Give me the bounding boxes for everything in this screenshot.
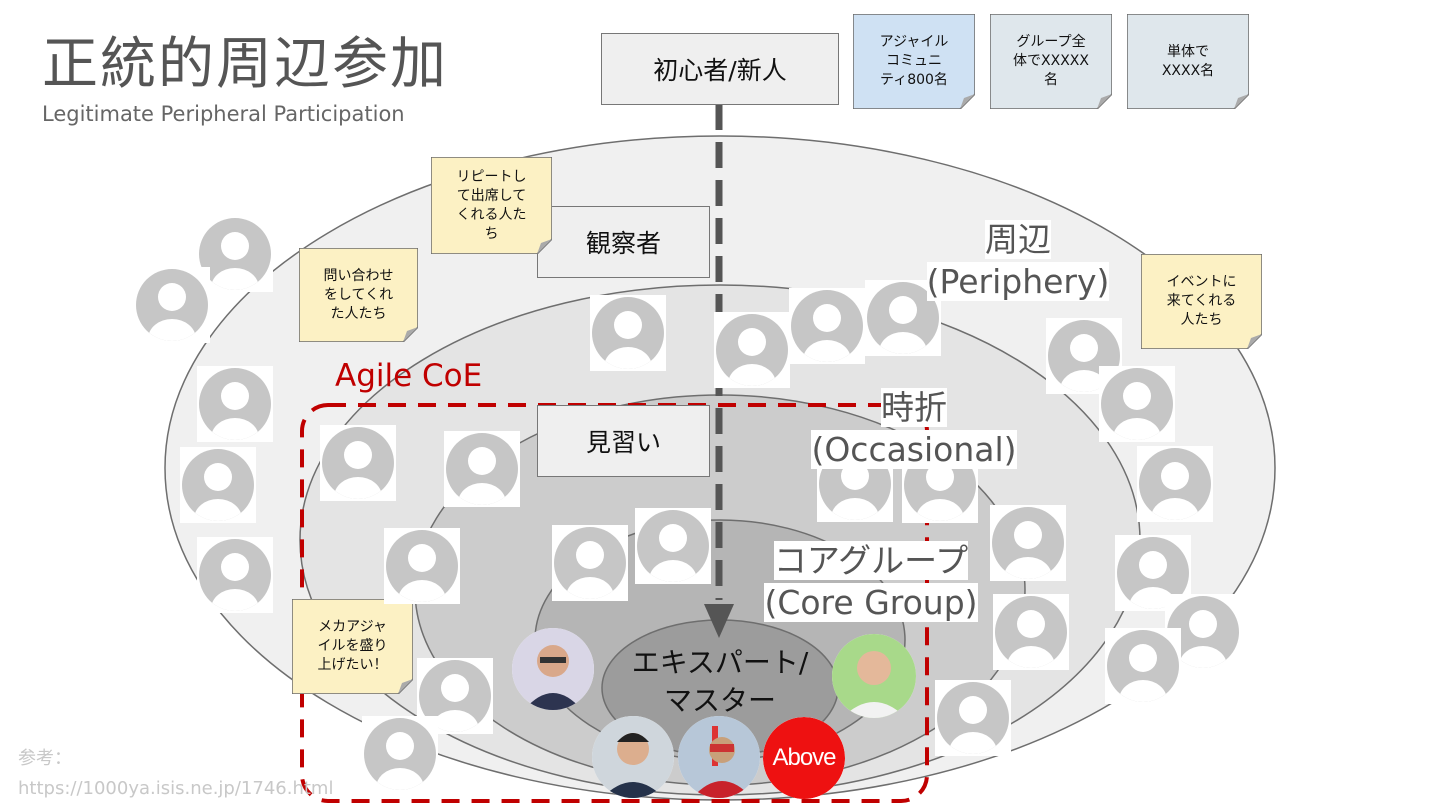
label-occasional-text: 時折 (Occasional) bbox=[811, 388, 1017, 469]
note-group-total: グループ全 体でXXXXX 名 bbox=[990, 14, 1112, 109]
person-placeholder-icon bbox=[197, 537, 273, 613]
observer-box: 観察者 bbox=[537, 206, 710, 278]
label-periphery: 周辺 (Periphery) bbox=[918, 219, 1118, 303]
person-placeholder-icon bbox=[384, 528, 460, 604]
person-placeholder-icon bbox=[990, 505, 1066, 581]
page-title: 正統的周辺参加 bbox=[42, 32, 448, 97]
label-periphery-text: 周辺 (Periphery) bbox=[926, 220, 1110, 301]
person-placeholder-icon bbox=[197, 366, 273, 442]
person-placeholder-icon bbox=[865, 280, 941, 356]
person-placeholder-icon bbox=[362, 716, 438, 792]
label-core-group: コアグループ (Core Group) bbox=[755, 540, 987, 624]
note-group-total-text: グループ全 体でXXXXX 名 bbox=[1013, 34, 1089, 88]
person-placeholder-icon bbox=[1099, 366, 1175, 442]
note-inquiry: 問い合わせ をしてくれ た人たち bbox=[299, 248, 418, 342]
apprentice-box: 見習い bbox=[537, 405, 710, 477]
newcomer-box: 初心者/新人 bbox=[601, 33, 839, 105]
expert-photo-2 bbox=[832, 634, 916, 718]
expert-photo-3 bbox=[592, 716, 674, 798]
person-placeholder-icon bbox=[993, 594, 1069, 670]
label-occasional: 時折 (Occasional) bbox=[803, 387, 1025, 471]
person-placeholder-icon bbox=[444, 431, 520, 507]
person-placeholder-icon bbox=[180, 447, 256, 523]
note-event: イベントに 来てくれる 人たち bbox=[1141, 254, 1262, 349]
person-placeholder-icon bbox=[134, 267, 210, 343]
note-event-text: イベントに 来てくれる 人たち bbox=[1166, 274, 1237, 328]
expert-photo-4 bbox=[678, 716, 760, 798]
page-subtitle: Legitimate Peripheral Participation bbox=[42, 102, 405, 126]
expert-photo-1 bbox=[512, 628, 594, 710]
person-placeholder-icon bbox=[320, 425, 396, 501]
note-single-text: 単体で XXXX名 bbox=[1161, 43, 1215, 79]
person-placeholder-icon bbox=[635, 508, 711, 584]
person-placeholder-icon bbox=[590, 295, 666, 371]
note-agile-community-text: アジャイル コミュニ ティ800名 bbox=[879, 34, 949, 88]
person-placeholder-icon bbox=[552, 525, 628, 601]
person-placeholder-icon bbox=[197, 216, 273, 292]
person-placeholder-icon bbox=[789, 288, 865, 364]
note-single: 単体で XXXX名 bbox=[1127, 14, 1249, 109]
note-repeat: リピートし て出席して くれる人た ち bbox=[431, 157, 552, 254]
person-placeholder-icon bbox=[1105, 628, 1181, 704]
note-mecha-text: メカアジャ イルを盛り 上げたい！ bbox=[317, 619, 388, 673]
note-mecha: メカアジャ イルを盛り 上げたい！ bbox=[292, 599, 413, 694]
reference-text: 参考： https://1000ya.isis.ne.jp/1746.html bbox=[18, 748, 334, 799]
above-logo: Above bbox=[763, 717, 845, 799]
note-repeat-text: リピートし て出席して くれる人た ち bbox=[456, 168, 527, 242]
person-placeholder-icon bbox=[935, 680, 1011, 756]
label-expert-master: エキスパート/ マスター bbox=[631, 646, 809, 717]
note-agile-community: アジャイル コミュニ ティ800名 bbox=[853, 14, 975, 109]
label-agile-coe: Agile CoE bbox=[335, 358, 483, 394]
person-placeholder-icon bbox=[1137, 446, 1213, 522]
above-logo-text: Above bbox=[772, 744, 836, 771]
person-placeholder-icon bbox=[714, 312, 790, 388]
label-core-group-text: コアグループ (Core Group) bbox=[764, 541, 978, 622]
note-inquiry-text: 問い合わせ をしてくれ た人たち bbox=[323, 267, 394, 322]
